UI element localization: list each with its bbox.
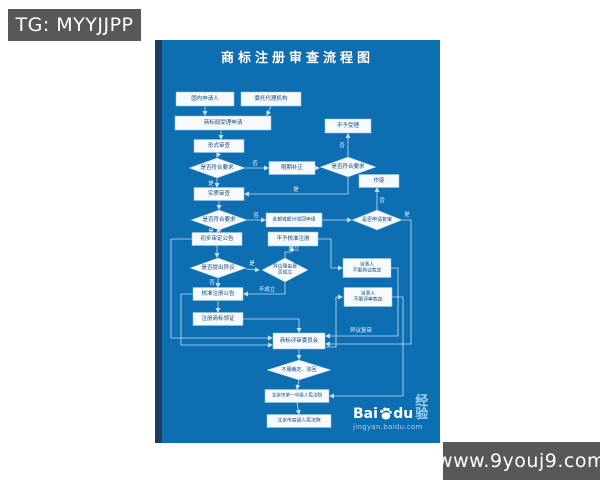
- edge-court1-court2: [295, 402, 301, 415]
- decision-opposition-valid-label: 否成立: [278, 269, 293, 276]
- edge-label: 是: [208, 180, 214, 187]
- baidu-logo-text-du: du: [393, 406, 414, 422]
- watermark-website-text: www.9youj9.com: [437, 450, 600, 472]
- edge-substantive-yes-prelim: [216, 227, 222, 233]
- office-accept-label: 商标局受理申请: [204, 118, 243, 126]
- formal-exam-label: 形式审查: [208, 141, 231, 149]
- baidu-logo-text-bai: Bai: [353, 406, 378, 422]
- party-against-opposition-ruling-label: 当事人: [360, 260, 375, 267]
- not-accepted-label: 不予受理: [337, 121, 360, 129]
- correction-deadline: 限期补正: [268, 161, 316, 175]
- edge-label: 否: [339, 142, 345, 149]
- decision-formal-ok-label: 是否符合要求: [200, 163, 234, 171]
- correction-deadline-label: 限期补正: [281, 163, 304, 171]
- decision-correction-ok-label: 是否符合要求: [331, 162, 365, 170]
- decision-formal-ok: 是否符合要求: [188, 157, 246, 179]
- substantive-exam: 实质审查: [193, 187, 245, 201]
- edge-label: 异议复审: [350, 326, 373, 334]
- edge-partyreview-court1: [329, 296, 404, 399]
- registration-certificate-label: 注册商标领证: [201, 314, 235, 322]
- no-approval-register: 不予核准注册: [267, 231, 319, 247]
- watermark-website: www.9youj9.com: [437, 442, 600, 480]
- decision-opposition-valid-label: 异议理由是: [273, 262, 297, 269]
- approval-announcement: 核准注册公告: [192, 287, 244, 301]
- edge-label: 否: [252, 160, 258, 167]
- edge-board-partyreview: [325, 294, 343, 348]
- reject-application: 全部或部分驳回申请: [265, 212, 323, 228]
- decision-correction-ok: 是否符合要求: [319, 156, 377, 178]
- preliminary-announcement-label: 初步审定公告: [200, 234, 234, 242]
- edge-label: 成立: [288, 244, 300, 252]
- edge-label: 否: [253, 212, 259, 219]
- edge-valid-yes-noregister: [284, 246, 295, 258]
- edge-review-yes-board: [325, 219, 412, 347]
- watermark-telegram: TG: MYYJJPP: [8, 9, 141, 41]
- approval-announcement-label: 核准注册公告: [201, 289, 235, 297]
- decision-opposition-label: 是否提出异议: [201, 263, 235, 271]
- applicant-domestic-label: 国内申请人: [191, 94, 219, 102]
- trademark-review-board-label: 商标评审委员会: [280, 336, 319, 344]
- not-accepted: 不予受理: [324, 118, 372, 134]
- court-high: 北京市高级人民法院: [266, 414, 332, 428]
- formal-exam: 形式审查: [193, 139, 245, 153]
- decision-substantive-ok-label: 是否符合要求: [202, 215, 236, 223]
- edge-approval-left-board: [180, 293, 273, 348]
- edge-label: 否: [379, 197, 385, 204]
- agent-agency: 委托代理机构: [240, 91, 302, 107]
- court-first-intermediate-label: 北京市第一中级人民法院: [272, 392, 323, 399]
- edge-label: 是: [404, 211, 410, 218]
- reject-application-label: 全部或部分驳回申请: [272, 216, 315, 223]
- decision-substantive-ok: 是否符合要求: [190, 209, 248, 231]
- edge-label: 否: [209, 279, 215, 286]
- void-label: 作废: [373, 176, 385, 184]
- baidu-logo-row: Bai du 经验: [353, 395, 440, 421]
- edge-formal-decision: [216, 152, 221, 158]
- edge-valid-no-approval: [243, 282, 286, 297]
- edge-noregister-partyopp: [318, 238, 343, 271]
- baidu-logo-url: jingyan.baidu.com: [353, 423, 423, 431]
- substantive-exam-label: 实质审查: [208, 189, 231, 197]
- court-high-label: 北京市高级人民法院: [277, 417, 320, 424]
- edge-label: 不成立: [259, 285, 276, 293]
- no-approval-register-label: 不予核准注册: [276, 234, 310, 242]
- decision-opposition: 是否提出异议: [189, 257, 247, 279]
- watermark-telegram-text: TG: MYYJJPP: [15, 14, 134, 36]
- trademark-review-board: 商标评审委员会: [272, 332, 326, 350]
- panel-dark-edge: [155, 40, 162, 443]
- edge-opposition-yes-valid: [245, 267, 260, 273]
- decision-apply-review-label: 是否申请复审: [362, 216, 392, 223]
- party-against-review-ruling-label: 不服评审裁定: [354, 296, 383, 303]
- baidu-logo-text-jingyan: 经验: [415, 394, 429, 422]
- decision-disagree-ruling-label: 不服裁定、驳回: [281, 366, 316, 373]
- void: 作废: [358, 174, 400, 188]
- party-against-review-ruling-label: 当事人: [361, 289, 376, 296]
- flowchart-panel: 国内申请人委托代理机构商标局受理申请形式审查是否符合要求限期补正是否符合要求不予…: [155, 40, 440, 443]
- preliminary-announcement: 初步审定公告: [191, 232, 243, 246]
- agent-agency-label: 委托代理机构: [254, 94, 288, 102]
- edge-label: 是: [293, 186, 299, 193]
- edge-correction-yes-substantive: [244, 177, 349, 197]
- court-first-intermediate: 北京市第一中级人民法院: [264, 389, 330, 403]
- diagram-title: 商标注册审查流程图: [220, 51, 374, 66]
- baidu-jingyan-logo: Bai du 经验 jingyan.baidu.com: [353, 395, 440, 431]
- party-against-opposition-ruling-label: 不服异议裁定: [353, 267, 382, 274]
- baidu-paw-icon: [380, 407, 392, 420]
- edge-disagree-court1: [295, 379, 301, 390]
- edge-agency-accept: [266, 105, 272, 116]
- edge-certificate-board: [243, 318, 302, 333]
- applicant-domestic: 国内申请人: [175, 91, 235, 107]
- registration-certificate: 注册商标领证: [192, 312, 244, 326]
- flowchart-svg: 国内申请人委托代理机构商标局受理申请形式审查是否符合要求限期补正是否符合要求不予…: [170, 91, 412, 428]
- edge-prelim-left-board: [170, 238, 273, 341]
- edge-label: 是: [208, 228, 214, 235]
- decision-apply-review: 是否申请复审: [351, 209, 403, 231]
- edge-label: 是: [249, 260, 255, 267]
- edge-partyopp-board: [325, 267, 399, 339]
- office-accept: 商标局受理申请: [174, 115, 272, 131]
- decision-disagree-ruling: 不服裁定、驳回: [266, 359, 332, 381]
